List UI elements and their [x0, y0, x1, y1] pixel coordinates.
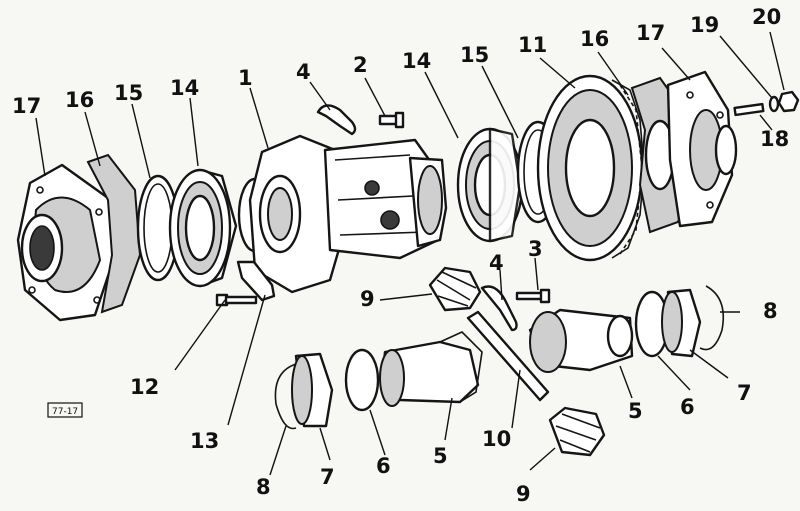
callout-20: 20: [752, 5, 781, 29]
part-washer-19: [768, 95, 780, 113]
part-lockplate-lower: [480, 285, 518, 332]
part-bolt-18: [733, 102, 765, 117]
part-end-flange-left: [16, 163, 118, 322]
callout-18: 18: [760, 127, 789, 151]
part-collar-right: [661, 288, 702, 358]
figure-reference-label: 77-17: [52, 407, 78, 417]
callout-16-right: 16: [580, 27, 609, 51]
callout-14-right: 14: [402, 49, 431, 73]
callout-14-left: 14: [170, 76, 199, 100]
callout-19: 19: [690, 13, 719, 37]
callout-4-lower: 4: [489, 251, 504, 275]
callout-9-top: 9: [360, 287, 375, 311]
figure-reference: 77-17: [47, 402, 83, 418]
callout-16-left: 16: [65, 88, 94, 112]
callout-15-left: 15: [114, 81, 143, 105]
part-ring-left: [344, 348, 380, 412]
callout-6-left: 6: [376, 454, 391, 478]
callout-6-right: 6: [680, 395, 695, 419]
part-pinion-gear-top: [428, 266, 482, 312]
part-differential-housing: [248, 134, 448, 294]
part-side-gear-left: [379, 331, 483, 407]
callout-7-right: 7: [737, 381, 752, 405]
part-bearing-right: [456, 127, 524, 243]
callout-8-left: 8: [256, 475, 271, 499]
part-crown-wheel: [536, 74, 645, 262]
part-pinion-gear-bottom: [548, 406, 606, 457]
callout-1: 1: [238, 66, 253, 90]
part-bolt-2: [378, 111, 405, 129]
callout-17-left: 17: [12, 94, 41, 118]
part-bearing-left: [168, 168, 238, 288]
callout-12: 12: [130, 375, 159, 399]
part-end-flange-right: [666, 70, 738, 228]
part-bolt-3: [515, 288, 551, 304]
callout-11: 11: [518, 33, 547, 57]
callout-17-right: 17: [636, 21, 665, 45]
part-lockplate-top: [316, 104, 357, 136]
callout-7-left: 7: [320, 465, 335, 489]
part-circlip-left: [274, 363, 297, 430]
callout-5-right: 5: [628, 399, 643, 423]
callout-10: 10: [482, 427, 511, 451]
callout-15-right: 15: [460, 43, 489, 67]
callout-2: 2: [353, 53, 368, 77]
callout-4-top: 4: [296, 60, 311, 84]
callout-8-right: 8: [763, 299, 778, 323]
callout-9-bottom: 9: [516, 482, 531, 506]
part-collar-left: [291, 352, 334, 428]
leader-lines: [35, 31, 785, 476]
part-shim-left: [136, 174, 180, 282]
part-nut-20: [777, 90, 800, 113]
part-cross-pin: [466, 310, 550, 402]
part-lockplate-13: [236, 260, 276, 302]
part-circlip-right: [699, 285, 725, 351]
part-side-gear-right: [528, 308, 634, 373]
part-gasket-left: [86, 153, 142, 314]
callout-13: 13: [190, 429, 219, 453]
callout-5-left: 5: [433, 444, 448, 468]
callout-3: 3: [528, 237, 543, 261]
